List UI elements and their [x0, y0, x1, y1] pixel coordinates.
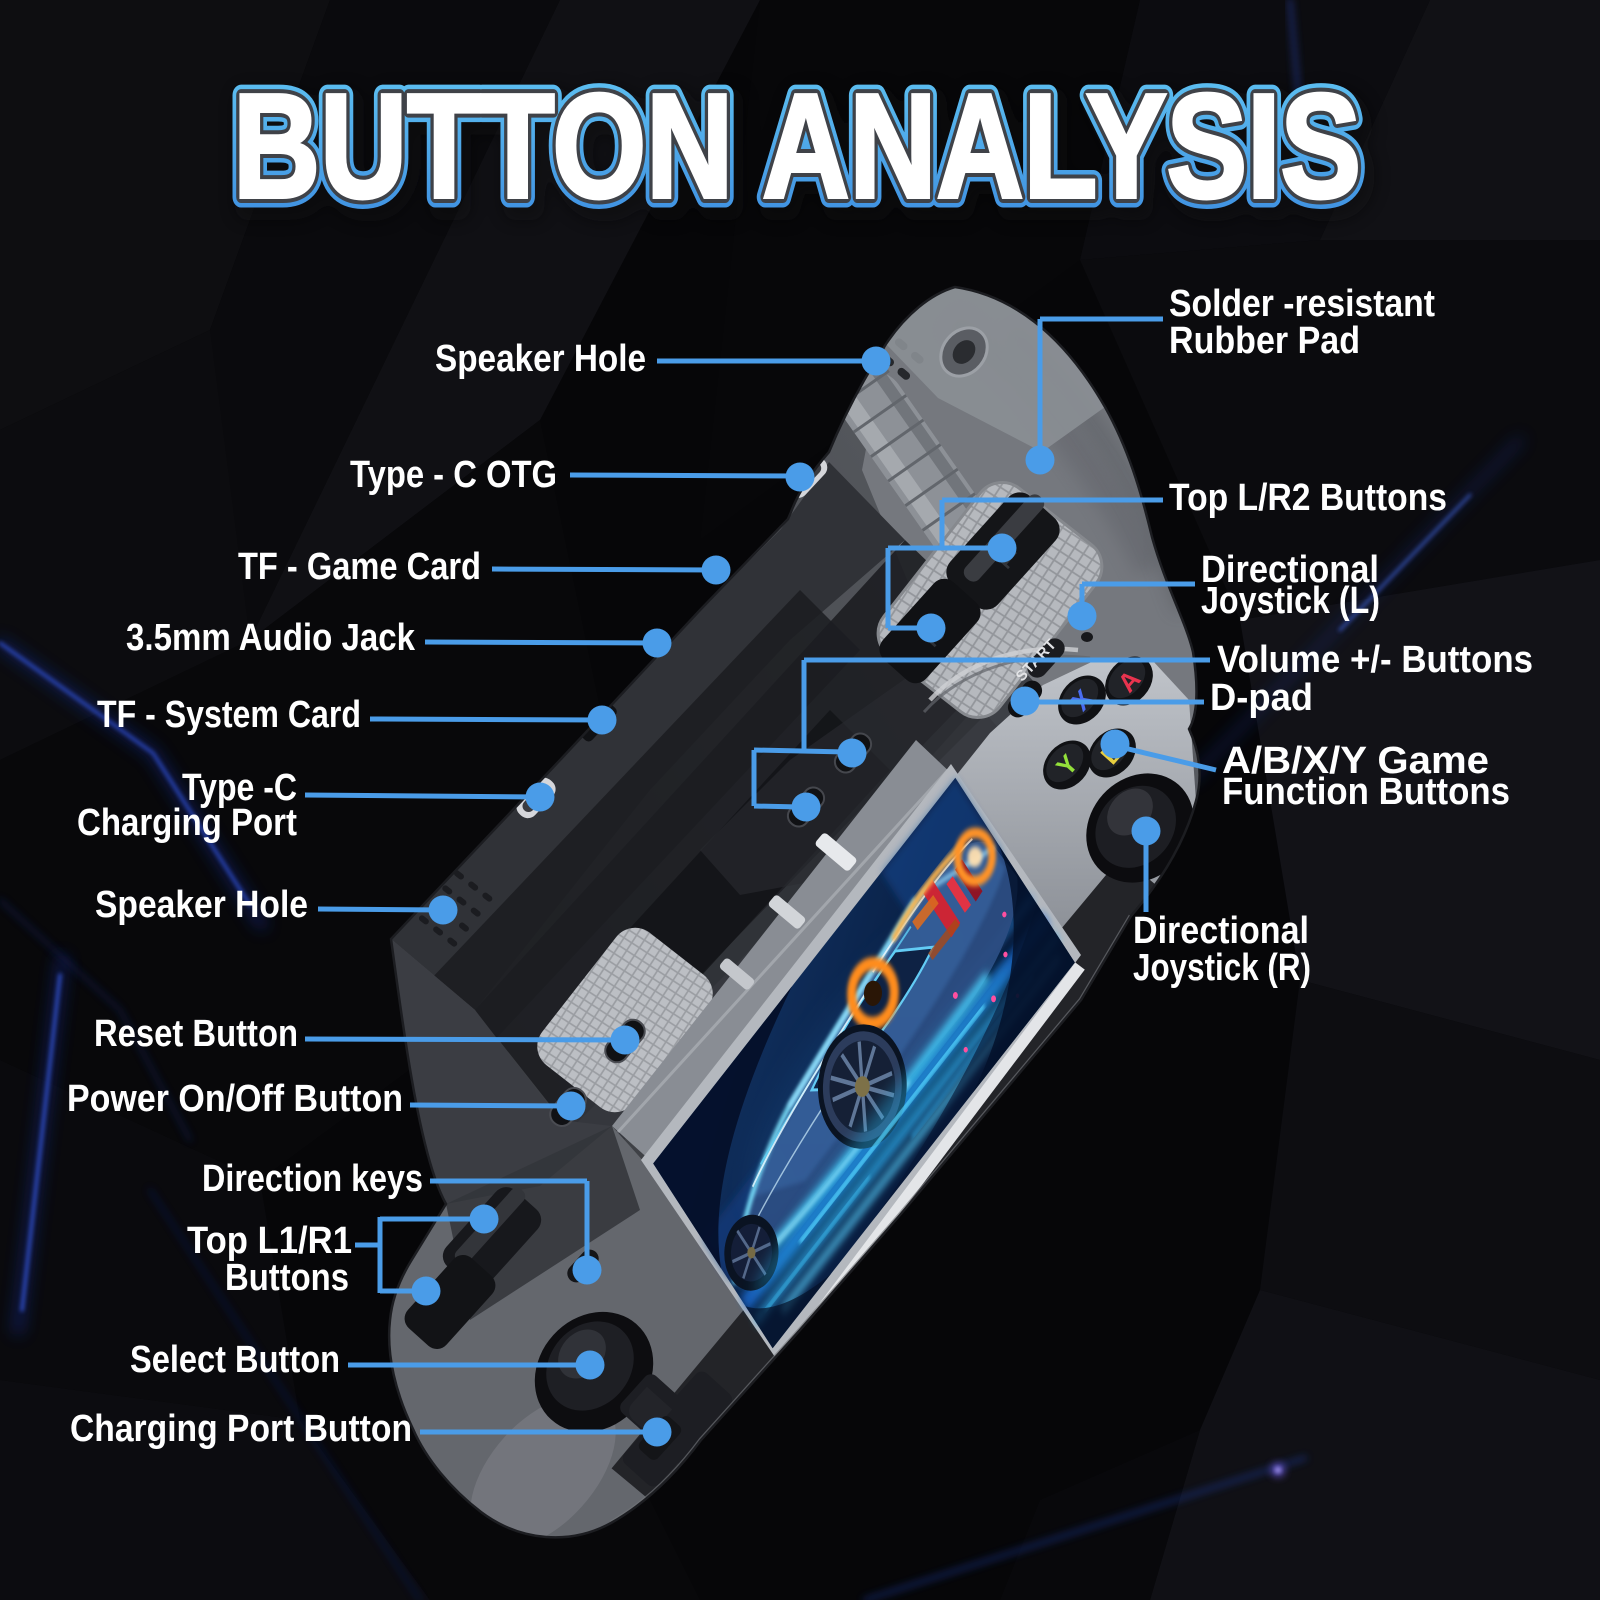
svg-text:D-pad: D-pad [1210, 677, 1313, 719]
svg-text:A/B/X/Y Game: A/B/X/Y Game [1222, 740, 1489, 782]
svg-text:Directional: Directional [1133, 910, 1309, 952]
svg-text:Top L/R2 Buttons: Top L/R2 Buttons [1169, 477, 1447, 519]
svg-text:Rubber Pad: Rubber Pad [1169, 320, 1360, 362]
svg-text:Direction keys: Direction keys [202, 1158, 423, 1200]
svg-text:Directional: Directional [1201, 549, 1379, 591]
svg-text:TF - System Card: TF - System Card [97, 694, 361, 736]
svg-text:BUTTON ANALYSIS: BUTTON ANALYSIS [233, 64, 1361, 229]
svg-text:Top L1/R1: Top L1/R1 [187, 1220, 352, 1262]
svg-text:Joystick (L): Joystick (L) [1201, 580, 1380, 622]
svg-text:Buttons: Buttons [225, 1257, 349, 1299]
svg-text:Charging Port: Charging Port [77, 802, 297, 844]
svg-text:Charging Port Button: Charging Port Button [70, 1408, 412, 1450]
svg-text:Solder -resistant: Solder -resistant [1169, 283, 1435, 325]
svg-text:Speaker Hole: Speaker Hole [435, 338, 646, 380]
svg-text:Power On/Off Button: Power On/Off Button [67, 1078, 403, 1120]
svg-text:Type - C OTG: Type - C OTG [350, 454, 557, 496]
svg-text:BUTTON ANALYSIS: BUTTON ANALYSIS [233, 64, 1361, 229]
svg-text:BUTTON ANALYSIS: BUTTON ANALYSIS [233, 64, 1361, 229]
svg-text:Function Buttons: Function Buttons [1222, 771, 1510, 813]
svg-text:Speaker Hole: Speaker Hole [95, 884, 308, 926]
svg-text:Reset Button: Reset Button [94, 1013, 298, 1055]
svg-text:Select Button: Select Button [130, 1339, 340, 1381]
svg-text:BUTTON ANALYSIS: BUTTON ANALYSIS [239, 72, 1367, 237]
svg-text:TF - Game Card: TF - Game Card [238, 546, 481, 588]
svg-text:Type -C: Type -C [182, 767, 297, 809]
svg-text:Volume +/- Buttons: Volume +/- Buttons [1217, 639, 1533, 681]
svg-text:3.5mm Audio Jack: 3.5mm Audio Jack [126, 617, 416, 659]
svg-text:Joystick (R): Joystick (R) [1133, 947, 1311, 989]
